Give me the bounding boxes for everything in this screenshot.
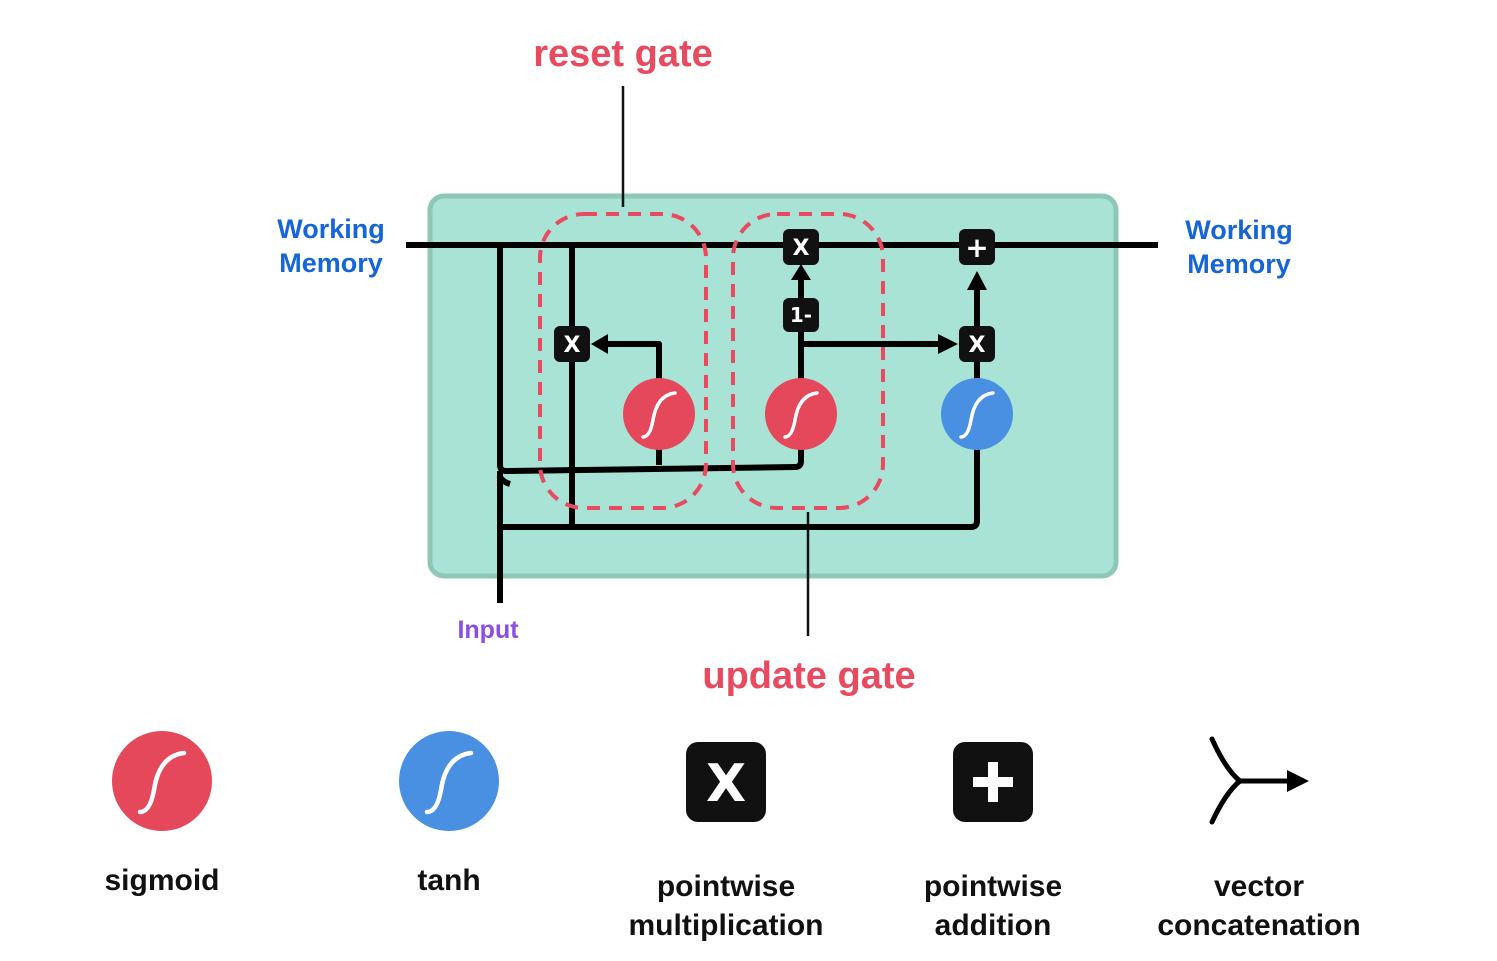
legend-tanh-label: tanh: [417, 864, 480, 897]
memory-multiply-op: X: [783, 229, 819, 265]
input-label: Input: [457, 616, 519, 644]
candidate-multiply-op: X: [959, 326, 995, 362]
working-memory-right-label-line2: Memory: [1187, 249, 1291, 279]
wires: [406, 242, 1158, 603]
legend-pointwise-multiplication-icon: X: [686, 742, 766, 822]
legend-vector-concatenation-icon: [1209, 736, 1309, 825]
update-gate-title: update gate: [702, 655, 915, 697]
update-sigmoid-icon: [765, 378, 837, 450]
svg-text:X: X: [706, 754, 746, 814]
gru-cell-box: [427, 193, 1119, 579]
legend-sigmoid-icon: [112, 731, 212, 831]
svg-text:1-: 1-: [790, 303, 812, 327]
svg-text:X: X: [969, 333, 986, 358]
working-memory-right-label-line1: Working: [1185, 215, 1293, 245]
reset-gate-title: reset gate: [533, 33, 713, 75]
legend-pointwise-addition-icon: [953, 742, 1033, 822]
svg-text:X: X: [564, 333, 581, 358]
update-gate-region: [731, 212, 885, 510]
reset-gate-region: [538, 212, 708, 510]
svg-text:X: X: [793, 236, 810, 261]
one-minus-op: 1-: [783, 298, 819, 332]
memory-add-op: +: [959, 229, 995, 265]
legend-pointwise-addition-label-line1: pointwise: [924, 870, 1062, 903]
legend-pointwise-multiplication-label-line1: pointwise: [657, 870, 795, 903]
legend-tanh-icon: [399, 731, 499, 831]
svg-text:+: +: [965, 231, 988, 264]
reset-multiply-op: X: [554, 326, 590, 362]
legend-sigmoid-label: sigmoid: [104, 864, 219, 897]
legend-vector-concatenation-label-line2: concatenation: [1157, 909, 1360, 942]
working-memory-left-label-line1: Working: [277, 214, 385, 244]
legend-vector-concatenation-label-line1: vector: [1214, 870, 1304, 903]
working-memory-left-label-line2: Memory: [279, 248, 383, 278]
reset-sigmoid-icon: [623, 378, 695, 450]
arrowheads: [591, 264, 987, 354]
legend-pointwise-multiplication-label-line2: multiplication: [629, 909, 824, 942]
candidate-tanh-icon: [941, 378, 1013, 450]
legend-pointwise-addition-label-line2: addition: [935, 909, 1052, 942]
